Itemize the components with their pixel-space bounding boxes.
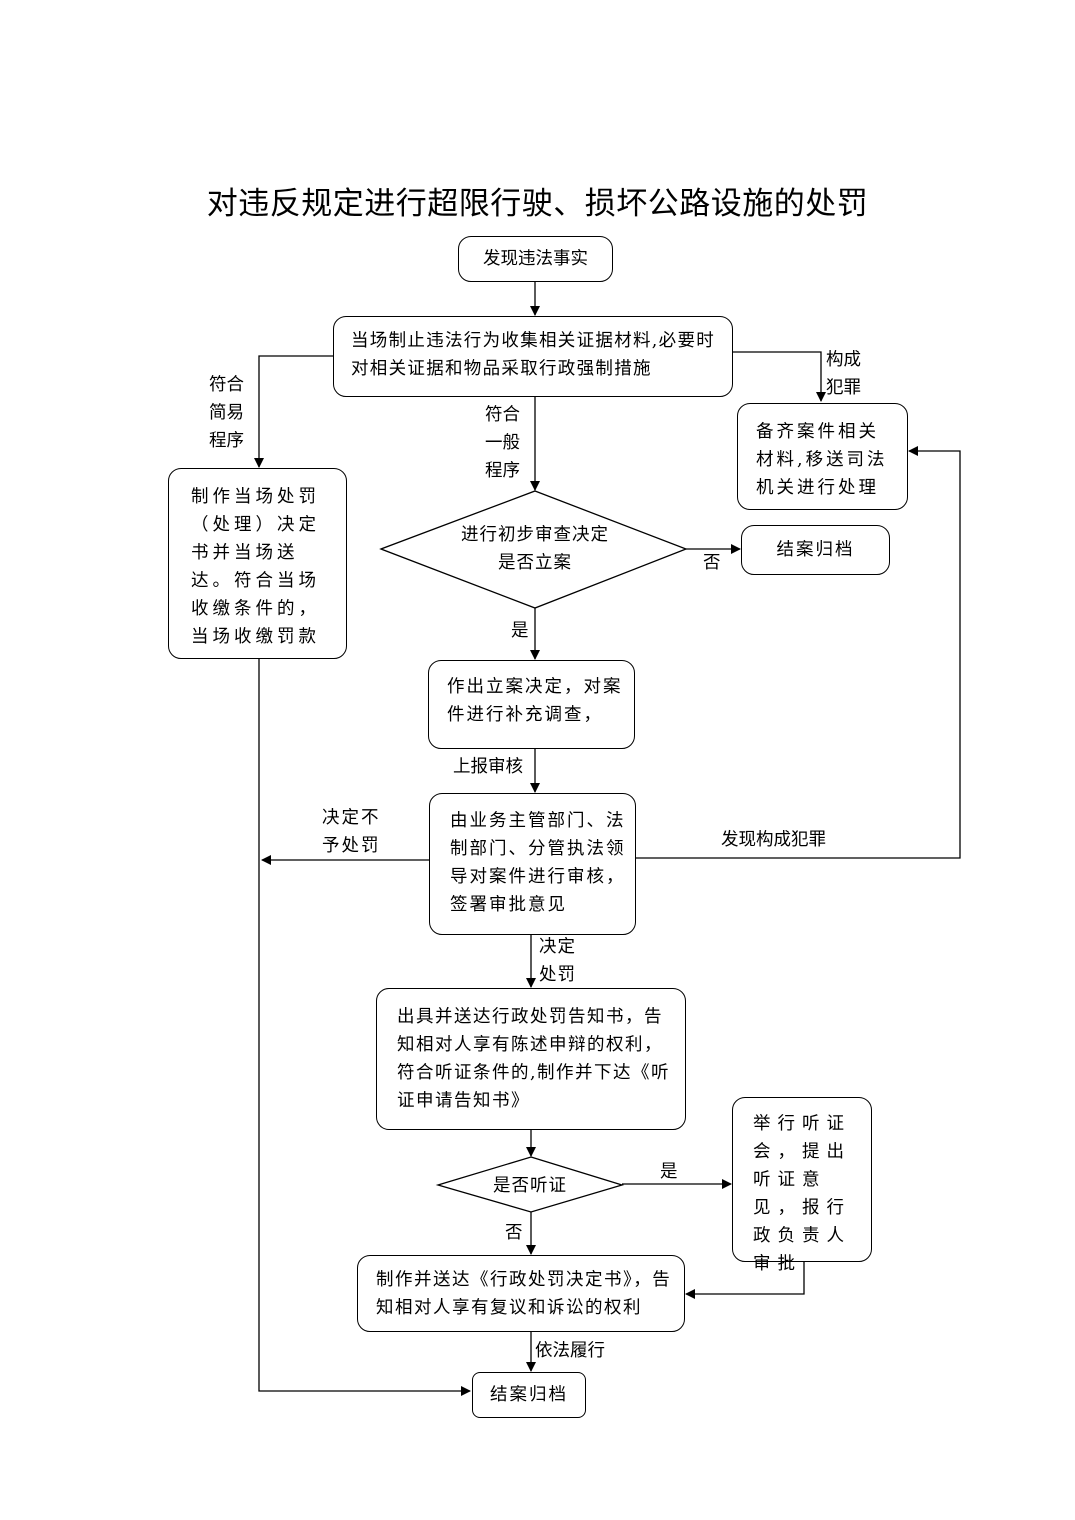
page-title: 对违反规定进行超限行驶、损坏公路设施的处罚 xyxy=(206,186,869,222)
hearing-decision-diamond xyxy=(435,1156,625,1213)
label-no-penalty: 决定不予处罚 xyxy=(322,808,381,856)
node-stop-and-collect: 当场制止违法行为收集相关证据材料,必要时对相关证据和物品采取行政强制措施 xyxy=(333,316,733,397)
arrow-hearing-result xyxy=(685,1261,805,1299)
label-general-procedure: 符合一般程序 xyxy=(485,405,520,481)
label-find-crime: 发现构成犯罪 xyxy=(721,830,826,850)
node-close-final: 结案归档 xyxy=(472,1372,586,1418)
label-execute: 依法履行 xyxy=(535,1341,605,1361)
label-simple-procedure: 符合简易程序 xyxy=(209,375,244,451)
label-penalty: 决定处罚 xyxy=(539,937,576,985)
label-no: 否 xyxy=(703,553,721,573)
label-report: 上报审核 xyxy=(453,757,523,777)
label-crime: 构成犯罪 xyxy=(826,350,861,398)
node-discover: 发现违法事实 xyxy=(458,236,613,282)
arrow-onsite-close xyxy=(258,659,471,1396)
node-penalty-notice: 出具并送达行政处罚告知书，告知相对人享有陈述申辩的权利，符合听证条件的,制作并下… xyxy=(376,988,686,1130)
node-hearing: 举行听证会，提出听证意见，报行政负责人审批 xyxy=(732,1097,872,1274)
hearing-decision-text: 是否听证 xyxy=(493,1176,567,1196)
node-decision-doc: 制作并送达《行政处罚决定书》，告知相对人享有复议和诉讼的权利 xyxy=(357,1255,685,1332)
arrow-find-crime xyxy=(636,446,961,859)
arrow-simple-procedure xyxy=(254,355,333,468)
node-transfer-judicial: 备齐案件相关材料,移送司法机关进行处理 xyxy=(737,403,908,510)
node-close-early: 结案归档 xyxy=(741,525,890,575)
node-file-case: 作出立案决定，对案件进行补充调查， xyxy=(428,660,635,749)
label-yes: 是 xyxy=(511,621,529,641)
arrow-crime xyxy=(732,351,826,402)
node-approve: 由业务主管部门、法制部门、分管执法领导对案件进行审核，签署审批意见 xyxy=(429,793,636,935)
label-hearing-no: 否 xyxy=(505,1223,523,1243)
review-decision-text: 进行初步审查决定是否立案 xyxy=(461,525,609,573)
node-onsite-penalty: 制作当场处罚（处理）决定书并当场送达。符合当场收缴条件的，当场收缴罚款 xyxy=(168,468,347,659)
label-hearing-yes: 是 xyxy=(660,1162,678,1182)
review-decision-diamond xyxy=(379,490,688,609)
